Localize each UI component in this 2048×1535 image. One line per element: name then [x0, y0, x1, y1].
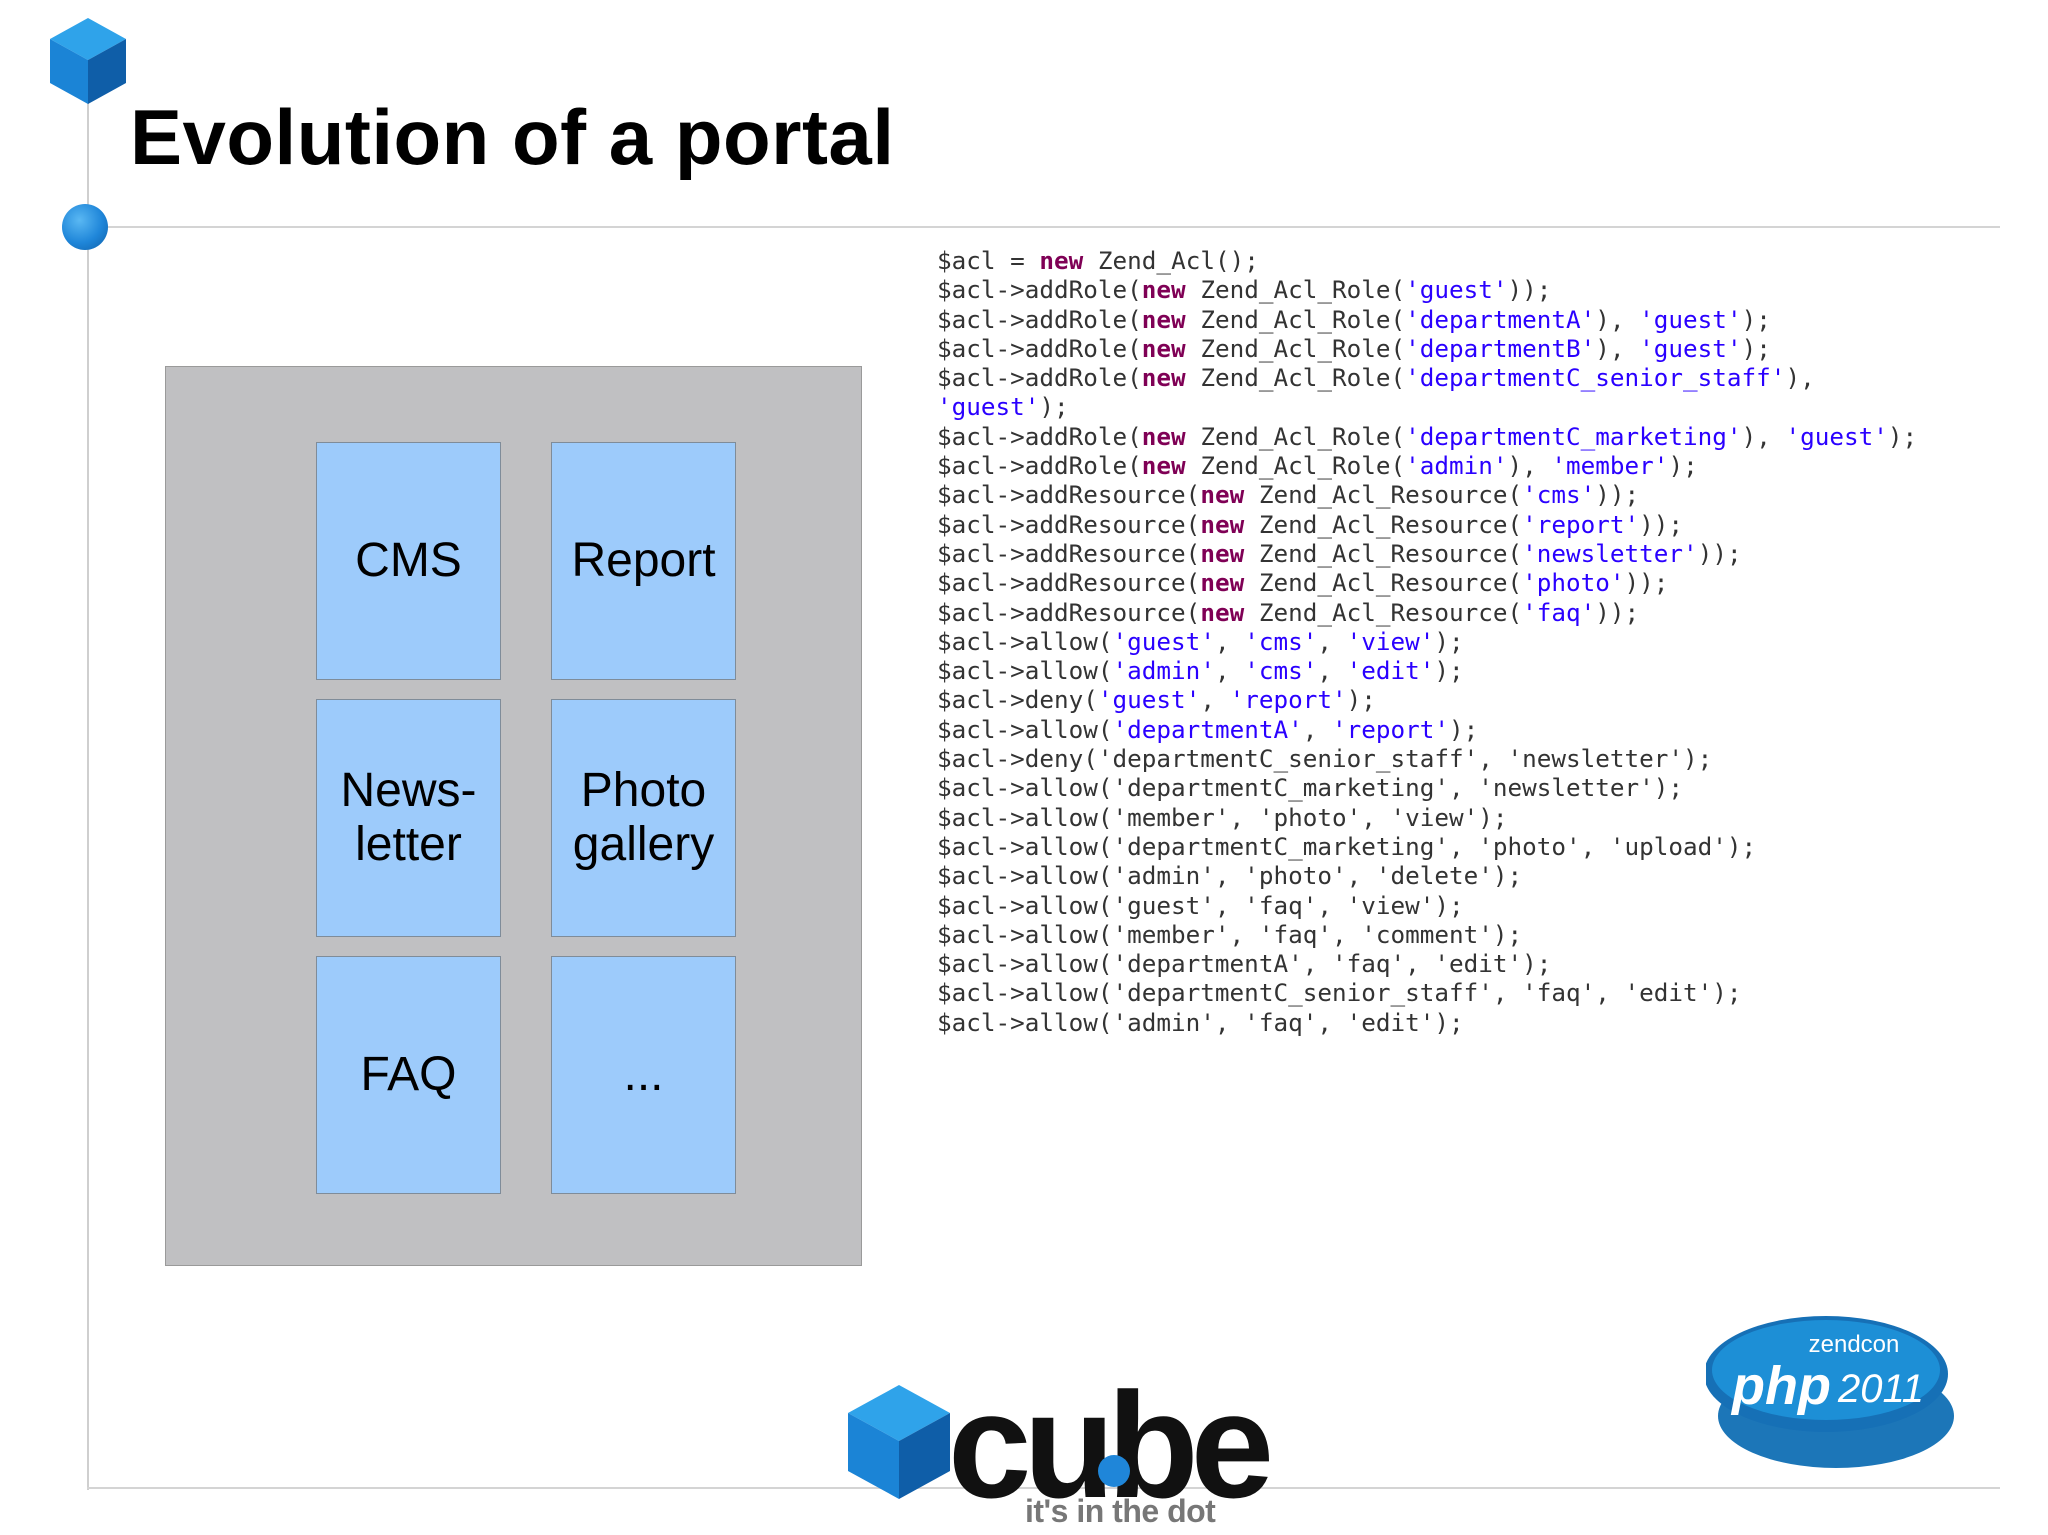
- module-report: Report: [551, 442, 736, 680]
- code-line: $acl->allow('departmentC_senior_staff', …: [937, 978, 1742, 1008]
- code-line: $acl->addRole(new Zend_Acl_Role('departm…: [937, 304, 1771, 334]
- cube-tagline: it's in the dot: [1025, 1493, 1216, 1529]
- code-line: $acl->deny('departmentC_senior_staff', '…: [937, 744, 1713, 774]
- footer-divider: [87, 1487, 2000, 1489]
- code-line: $acl->addRole(new Zend_Acl_Role('admin')…: [937, 451, 1698, 481]
- cube-logo-wordmark: cube: [948, 1361, 1270, 1529]
- code-line: $acl = new Zend_Acl();: [937, 246, 1259, 275]
- code-line: $acl->allow('member', 'photo', 'view');: [937, 802, 1508, 832]
- code-line: $acl->addResource(new Zend_Acl_Resource(…: [937, 597, 1640, 627]
- php-logo-php-text: php: [1730, 1356, 1831, 1416]
- code-line: $acl->allow('admin', 'cms', 'edit');: [937, 656, 1464, 686]
- acl-code-block: $acl = new Zend_Acl(); $acl->addRole(new…: [937, 246, 1917, 1037]
- code-line: $acl->addRole(new Zend_Acl_Role('departm…: [937, 363, 1815, 393]
- code-line: $acl->allow('guest', 'faq', 'view');: [937, 890, 1464, 920]
- slide-title: Evolution of a portal: [130, 93, 895, 181]
- code-line: $acl->allow('guest', 'cms', 'view');: [937, 626, 1464, 656]
- code-line: $acl->addRole(new Zend_Acl_Role('departm…: [937, 333, 1771, 363]
- code-line: $acl->addResource(new Zend_Acl_Resource(…: [937, 509, 1684, 539]
- module-photo-gallery: Photo gallery: [551, 699, 736, 937]
- code-line: 'guest');: [937, 392, 1069, 422]
- zendcon-php-2011-logo: zendcon php 2011: [1706, 1316, 1954, 1468]
- code-line: $acl->addResource(new Zend_Acl_Resource(…: [937, 568, 1669, 598]
- code-line: $acl->addResource(new Zend_Acl_Resource(…: [937, 480, 1640, 510]
- code-line: $acl->allow('admin', 'photo', 'delete');: [937, 861, 1523, 891]
- cube-logo: cube: [848, 1361, 1278, 1529]
- code-line: $acl->allow('admin', 'faq', 'edit');: [937, 1007, 1464, 1037]
- php-logo-year-text: 2011: [1837, 1367, 1924, 1411]
- code-line: $acl->allow('departmentA', 'report');: [937, 714, 1479, 744]
- code-line: $acl->allow('departmentA', 'faq', 'edit'…: [937, 949, 1552, 979]
- blue-dot-icon: [62, 204, 108, 250]
- corner-cube-icon: [50, 18, 126, 104]
- title-divider: [100, 226, 2000, 228]
- code-line: $acl->allow('departmentC_marketing', 'ne…: [937, 773, 1684, 803]
- code-line: $acl->allow('member', 'faq', 'comment');: [937, 919, 1523, 949]
- module-more: ...: [551, 956, 736, 1194]
- left-vertical-rule: [87, 90, 89, 1490]
- code-line: $acl->addRole(new Zend_Acl_Role('guest')…: [937, 275, 1552, 305]
- module-newsletter: News- letter: [316, 699, 501, 937]
- module-cms: CMS: [316, 442, 501, 680]
- cube-logo-dot-icon: [1098, 1455, 1130, 1487]
- code-line: $acl->addRole(new Zend_Acl_Role('departm…: [937, 421, 1918, 451]
- module-faq: FAQ: [316, 956, 501, 1194]
- cube-logo-cube-icon: [848, 1385, 950, 1499]
- code-line: $acl->addResource(new Zend_Acl_Resource(…: [937, 538, 1742, 568]
- code-line: $acl->allow('departmentC_marketing', 'ph…: [937, 831, 1757, 861]
- php-logo-zendcon-text: zendcon: [1809, 1331, 1900, 1358]
- code-line: $acl->deny('guest', 'report');: [937, 685, 1376, 715]
- portal-container: CMS Report News- letter Photo gallery FA…: [165, 366, 862, 1266]
